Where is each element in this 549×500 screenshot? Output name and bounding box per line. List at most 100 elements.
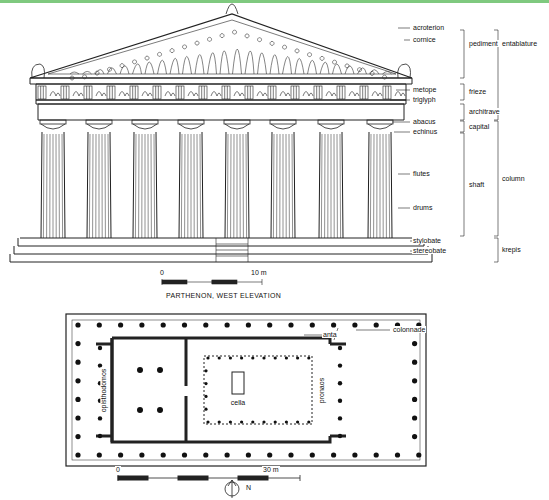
group-label: architrave: [468, 108, 501, 115]
column-dot: [75, 434, 80, 439]
shaft: [179, 132, 203, 238]
column-dot: [251, 356, 254, 359]
column-dot: [416, 452, 421, 457]
column-dot: [352, 322, 357, 327]
flute: [154, 134, 156, 238]
drawing-title: PARTHENON, WEST ELEVATION: [165, 292, 282, 299]
flute: [237, 134, 238, 238]
glyph: [64, 86, 67, 99]
metope-relief: [119, 92, 129, 97]
pediment-sculpture: [70, 30, 392, 80]
shaft: [271, 132, 295, 238]
column-dot: [203, 452, 208, 457]
flute: [187, 134, 188, 238]
flute: [53, 134, 54, 238]
column-dot: [331, 452, 336, 457]
scale-label: 30 m: [262, 466, 280, 473]
column-dot: [97, 452, 102, 457]
flute: [340, 134, 342, 238]
flute: [279, 134, 280, 238]
flute: [337, 134, 338, 238]
flute: [95, 134, 96, 238]
flute: [243, 134, 244, 238]
room-label: cella: [230, 399, 246, 406]
metope-relief: [188, 92, 198, 97]
flute: [230, 134, 231, 238]
metope-relief: [73, 92, 83, 97]
flute: [380, 134, 381, 238]
column-dot: [307, 420, 310, 423]
column-dot: [412, 378, 417, 383]
flute: [286, 134, 287, 238]
glyph: [41, 86, 44, 99]
column-dot: [75, 378, 80, 383]
flute: [240, 134, 241, 238]
echinus: [41, 124, 65, 129]
column-dot: [246, 322, 251, 327]
part-label: acroterion: [412, 24, 445, 31]
triglyph: [153, 86, 161, 99]
column-dot: [137, 407, 143, 413]
column-dot: [395, 452, 400, 457]
plan-columns: [75, 322, 421, 457]
column-dot: [240, 420, 243, 423]
column-dot: [75, 360, 80, 365]
figure: [295, 49, 304, 74]
column-dot: [246, 452, 251, 457]
north-label: N: [245, 484, 252, 491]
triglyph: [107, 86, 115, 99]
flute: [138, 134, 139, 238]
shaft: [133, 132, 157, 238]
echinus: [225, 124, 249, 129]
column-dot: [161, 452, 166, 457]
flute: [197, 134, 198, 238]
flute: [386, 134, 387, 238]
column-dot: [307, 356, 310, 359]
flute: [191, 134, 192, 238]
figure: [170, 49, 179, 74]
figure: [245, 34, 254, 74]
echinus: [271, 124, 295, 129]
part-label: cornice: [412, 36, 437, 43]
column-dot: [267, 322, 272, 327]
metope-relief: [395, 92, 405, 97]
plan: [66, 314, 426, 498]
part-label: drums: [412, 204, 433, 211]
shaft: [368, 132, 392, 238]
flute: [135, 134, 137, 238]
column-dot: [118, 322, 123, 327]
column-dot: [157, 407, 163, 413]
column-dot: [139, 322, 144, 327]
column-dot: [161, 322, 166, 327]
metope-relief: [349, 92, 359, 97]
flute: [200, 134, 202, 238]
column-dot: [75, 397, 80, 402]
column-dot: [118, 452, 123, 457]
glyph: [317, 86, 320, 99]
triglyph: [291, 86, 299, 99]
glyph: [248, 86, 251, 99]
flute: [246, 134, 248, 238]
column-dot: [204, 408, 207, 411]
flute: [292, 134, 294, 238]
flute: [276, 134, 277, 238]
flute: [56, 134, 57, 238]
column-dot: [98, 416, 102, 420]
column-dot: [285, 356, 288, 359]
abacus: [40, 120, 66, 124]
column-dot: [218, 420, 221, 423]
figure: [70, 72, 79, 80]
column-dot: [182, 322, 187, 327]
part-label: flutes: [412, 170, 431, 177]
column-dot: [288, 452, 293, 457]
flute: [141, 134, 142, 238]
triglyph: [176, 86, 184, 99]
group-label: column: [501, 175, 526, 182]
flute: [389, 134, 391, 238]
flute: [89, 134, 91, 238]
glyph: [363, 86, 366, 99]
column-dot: [225, 322, 230, 327]
echinus: [133, 124, 157, 129]
column-dot: [229, 356, 232, 359]
flute: [92, 134, 93, 238]
